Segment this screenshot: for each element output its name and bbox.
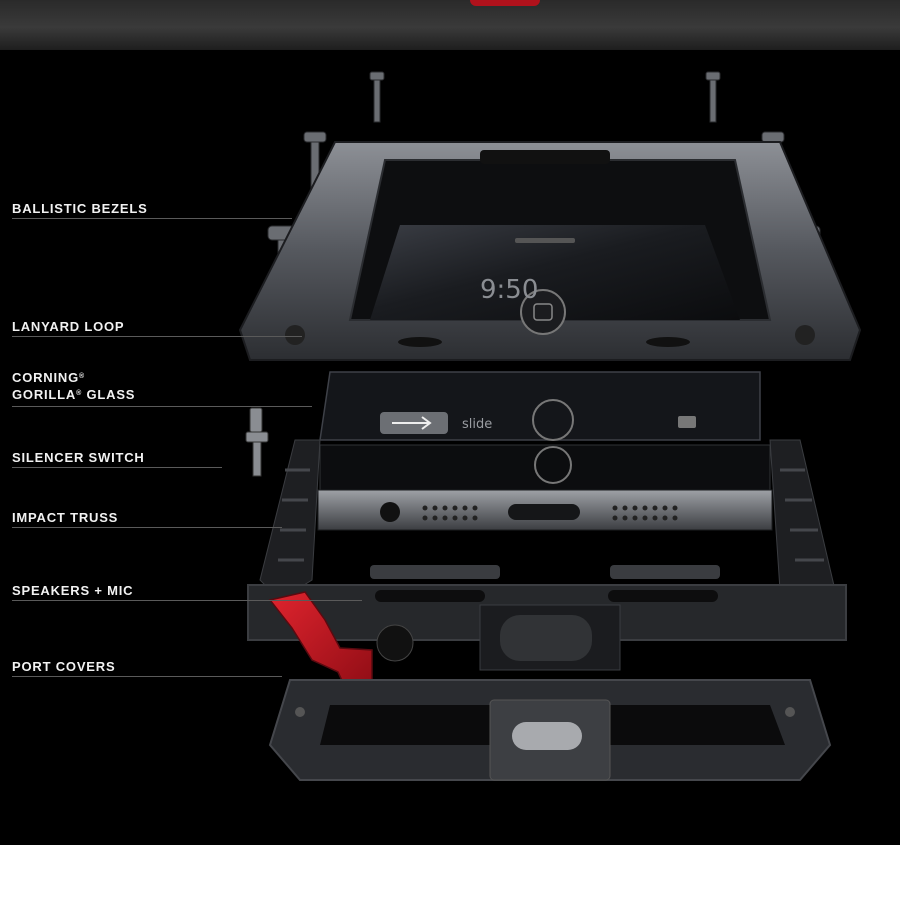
callout-lanyard-loop: LANYARD LOOP — [12, 319, 125, 334]
leader-line — [12, 467, 222, 468]
callout-corning-gorilla-glass: CORNING® GORILLA® GLASS — [12, 370, 136, 402]
lockscreen-clock: 9:50 — [480, 275, 538, 305]
top-image-band — [0, 0, 900, 50]
leader-line — [12, 218, 292, 219]
phone-screen — [370, 225, 740, 335]
leader-line — [12, 336, 302, 337]
leader-line — [12, 676, 282, 677]
slide-to-unlock-text: slide — [462, 417, 492, 432]
phone-body — [317, 444, 773, 531]
callout-silencer-switch: SILENCER SWITCH — [12, 450, 145, 465]
callout-ballistic-bezels: BALLISTIC BEZELS — [12, 201, 148, 216]
silencer-switch — [245, 407, 269, 477]
callout-impact-truss: IMPACT TRUSS — [12, 510, 119, 525]
impact-truss-shell — [247, 439, 847, 671]
leader-line — [12, 600, 362, 601]
leader-line — [12, 527, 282, 528]
red-glint — [470, 0, 540, 6]
leader-line — [12, 406, 312, 407]
bottom-whitespace — [0, 845, 900, 900]
callout-port-covers: PORT COVERS — [12, 659, 116, 674]
callout-speakers-mic: SPEAKERS + MIC — [12, 583, 134, 598]
backplate — [268, 679, 832, 781]
gorilla-glass-layer — [319, 371, 761, 441]
